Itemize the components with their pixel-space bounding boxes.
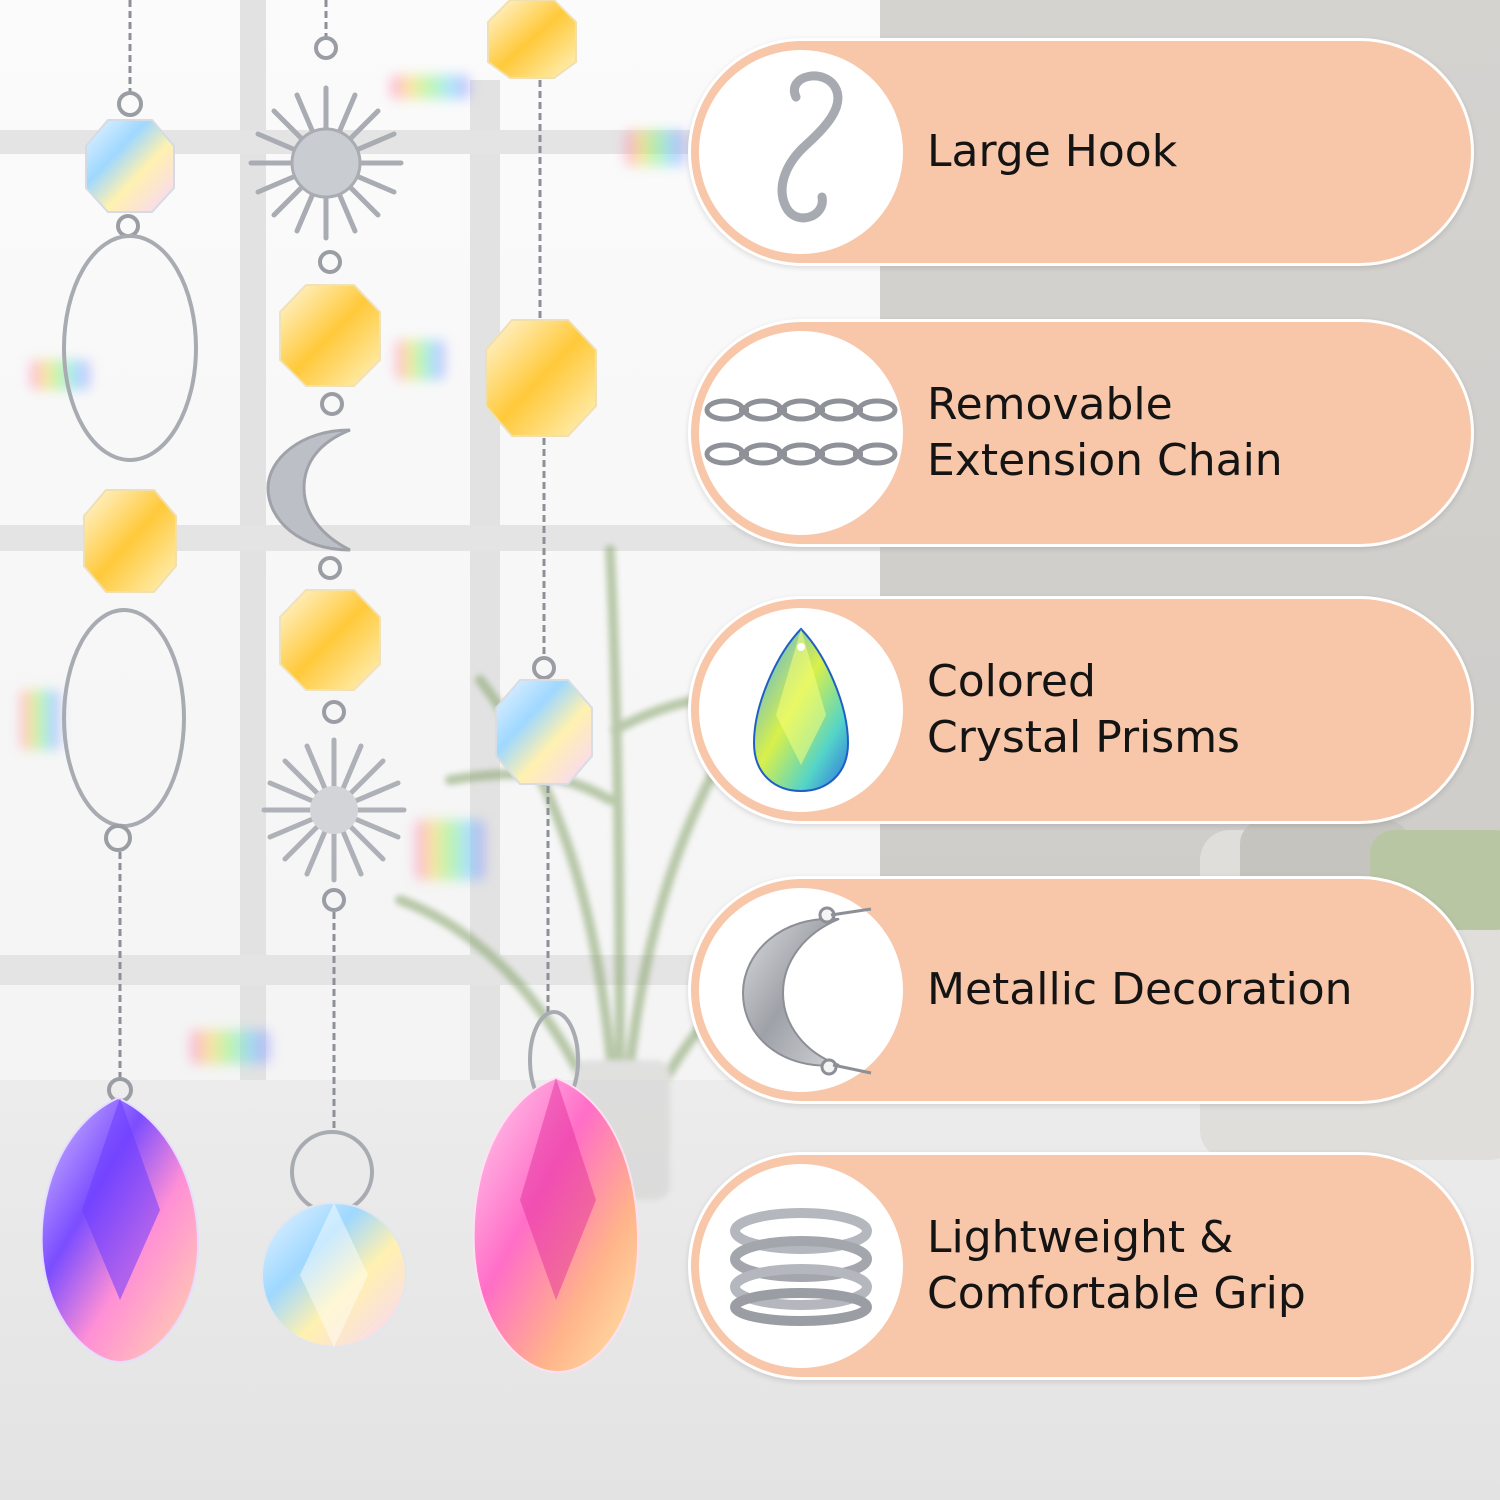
feature-label: Removable Extension Chain bbox=[927, 379, 1283, 486]
octagon-bead bbox=[485, 319, 597, 437]
light-reflection bbox=[190, 1030, 270, 1064]
crystal-prism-icon bbox=[752, 627, 850, 793]
feature-label: Colored Crystal Prisms bbox=[927, 656, 1240, 763]
feature-icon-circle bbox=[699, 888, 903, 1092]
light-reflection bbox=[20, 690, 60, 750]
pendant-right bbox=[472, 0, 640, 1374]
light-reflection bbox=[625, 130, 685, 166]
feature-icon-circle bbox=[699, 1164, 903, 1368]
feature-card-crystal-prisms: Colored Crystal Prisms bbox=[688, 596, 1474, 824]
light-reflection bbox=[415, 820, 485, 880]
light-reflection bbox=[390, 75, 470, 99]
pendant-middle bbox=[248, 0, 407, 1348]
window-mullion bbox=[470, 80, 500, 1080]
octagon-bead bbox=[487, 0, 577, 79]
crescent-moon-icon bbox=[741, 906, 872, 1076]
octagon-bead bbox=[495, 679, 593, 785]
split-ring-icon bbox=[730, 1208, 872, 1326]
metal-ring bbox=[290, 1130, 374, 1214]
pendant-left bbox=[40, 0, 200, 1364]
feature-icon-circle bbox=[699, 608, 903, 812]
metal-ring bbox=[62, 234, 198, 462]
feature-icon-circle bbox=[699, 331, 903, 535]
teardrop-prism bbox=[472, 1076, 640, 1374]
octagon-bead bbox=[279, 284, 381, 387]
feature-label: Large Hook bbox=[927, 126, 1178, 177]
octagon-bead bbox=[83, 489, 177, 593]
feature-label: Lightweight & Comfortable Grip bbox=[927, 1212, 1306, 1319]
chain-icon bbox=[704, 398, 898, 466]
crystal-ball bbox=[261, 1202, 407, 1348]
feature-card-large-hook: Large Hook bbox=[688, 38, 1474, 266]
octagon-bead bbox=[85, 119, 175, 213]
crescent-moon-charm bbox=[266, 428, 351, 552]
suncatcher-pendants bbox=[40, 0, 640, 1374]
feature-card-extension-chain: Removable Extension Chain bbox=[688, 319, 1474, 547]
feature-icon-circle bbox=[699, 50, 903, 254]
light-reflection bbox=[395, 340, 445, 380]
metal-ring bbox=[62, 608, 186, 828]
octagon-bead bbox=[279, 589, 381, 691]
s-hook-icon bbox=[777, 71, 843, 223]
light-reflection bbox=[30, 360, 90, 390]
feature-card-metallic-decoration: Metallic Decoration bbox=[688, 876, 1474, 1104]
feature-card-comfortable-grip: Lightweight & Comfortable Grip bbox=[688, 1152, 1474, 1380]
feature-label: Metallic Decoration bbox=[927, 964, 1353, 1015]
